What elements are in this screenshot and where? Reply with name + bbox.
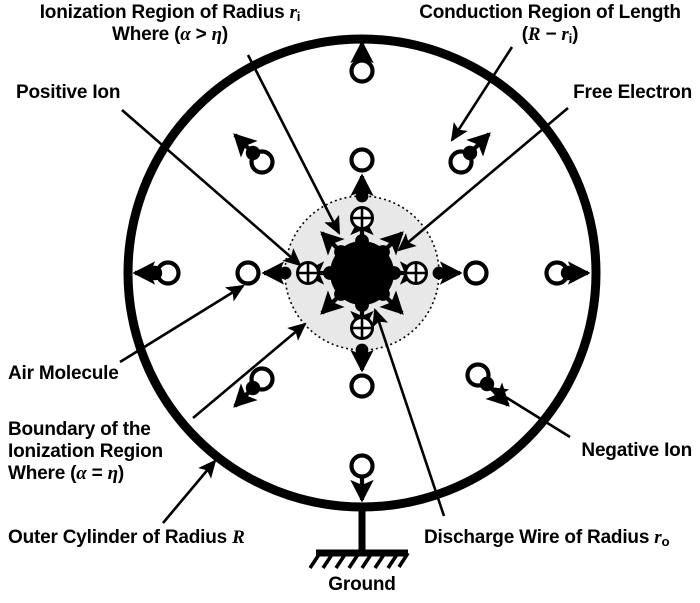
eta-symbol: η [211,24,222,46]
leader-discharge-wire [372,308,446,517]
inequality-operator: > [190,24,212,46]
electron-arrow-down-left [320,287,348,315]
leader-negative-ion [489,386,571,439]
minus-operator: − [540,24,562,46]
boundary-where-suffix: ) [117,463,125,485]
leader-conduction-region [450,46,514,142]
electron-arrow-up-left [320,231,348,259]
leader-free-electron [397,107,569,252]
negative-ion-upper-right [451,132,491,173]
boundary-where-prefix: Where ( [8,463,77,485]
label-discharge-wire: Discharge Wire of Radius ro [424,527,670,549]
leader-air-molecule [119,284,245,364]
discharge-wire-symbol: r [654,527,662,548]
discharge-wire-core [330,241,394,305]
positive-ion-right [404,261,428,285]
air-molecule-bottom-outer [352,456,373,477]
ionization-radius-symbol: r [289,2,297,23]
outer-cylinder-symbol: R [232,527,245,548]
conduction-paren-close: ) [572,24,579,46]
leader-ionization-region [246,54,341,235]
label-positive-ion: Positive Ion [16,82,121,103]
air-molecule-bottom [352,376,373,397]
label-ionization-region: Ionization Region of Radius ri Where (α … [0,2,340,46]
label-air-molecule: Air Molecule [8,363,119,384]
leader-boundary [192,322,307,419]
inner-radius-symbol-r: r [561,24,569,46]
outer-cylinder-text: Outer Cylinder of Radius [8,527,233,548]
ionization-radius-subscript: i [296,8,301,24]
air-molecule-top-outer [352,61,373,82]
eta-symbol-equal: η [107,463,118,485]
label-boundary-ionization-region: Boundary of the Ionization Region Where … [8,419,163,485]
leader-positive-ion [121,109,302,267]
air-molecule-left [238,263,259,284]
alpha-symbol: α [180,24,191,46]
conduction-region-line1: Conduction Region of Length [419,2,681,23]
label-negative-ion: Negative Ion [581,440,692,461]
label-free-electron: Free Electron [573,82,692,103]
leader-outer-cylinder [162,459,217,524]
outer-radius-symbol-R: R [527,24,541,46]
label-outer-cylinder: Outer Cylinder of Radius R [8,527,245,549]
discharge-wire-subscript: o [661,533,670,549]
inner-electron-group [301,212,423,334]
boundary-line1: Boundary of the [8,419,151,440]
label-ground: Ground [328,574,396,595]
positive-ion-top [350,206,374,230]
air-molecule-right [466,263,487,284]
ionization-where-suffix: ) [221,24,229,46]
positive-ion-bottom [350,316,374,340]
boundary-line2: Ionization Region [8,441,163,463]
discharge-wire-text: Discharge Wire of Radius [424,527,655,548]
right-axis-chain [432,263,591,284]
top-axis-chain [352,40,373,203]
electron-arrow-down-right [376,287,404,315]
negative-ion-lower-left [233,369,273,408]
positive-ion-left [296,261,320,285]
alpha-symbol-equal: α [76,463,87,485]
bottom-axis-chain [352,343,373,503]
ionization-where-prefix: Where ( [111,24,181,46]
negative-ion-upper-left [233,133,273,173]
leader-lines [119,46,571,524]
left-axis-chain [132,263,292,284]
air-molecule-top [352,150,373,171]
label-conduction-region: Conduction Region of Length (R − ri) [400,2,700,46]
ground-connection [308,503,410,569]
equality-operator: = [86,463,108,485]
inner-radius-subscript: i [568,30,573,46]
conduction-paren-open: ( [521,24,528,46]
ionization-region-text: Ionization Region of Radius [39,2,290,23]
